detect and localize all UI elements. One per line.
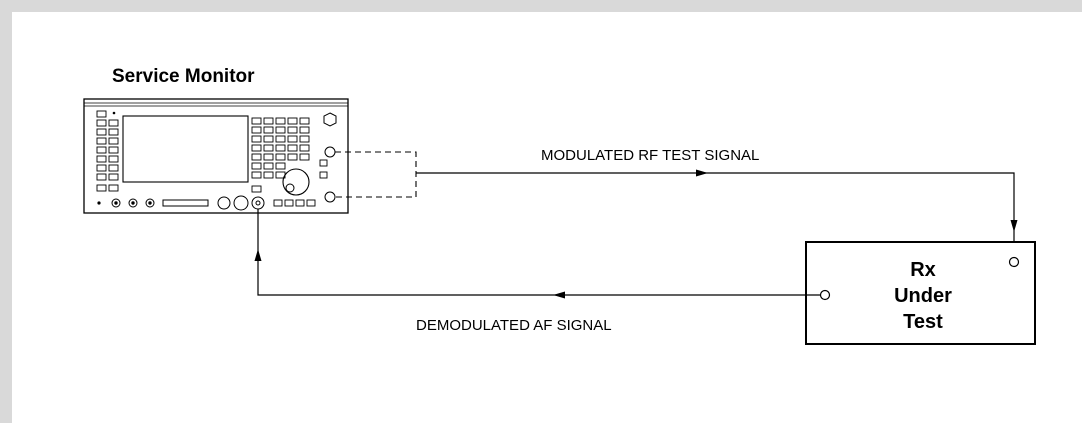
af-arrow [553, 291, 565, 299]
tuning-knob [282, 168, 310, 196]
rx-af-output-connector [819, 289, 831, 301]
right-keypad [251, 117, 328, 193]
diagram-frame [12, 12, 1082, 423]
service-monitor [83, 98, 349, 214]
rf-in-connector [324, 191, 336, 203]
rx-rf-input-connector [1008, 256, 1020, 268]
rf-down-arrow [1010, 220, 1018, 232]
left-keypad [96, 110, 119, 192]
rf-signal-label: MODULATED RF TEST SIGNAL [541, 147, 759, 164]
rf-arrow [696, 169, 708, 177]
rx-label-line1: Rx [910, 259, 936, 281]
af-signal-label: DEMODULATED AF SIGNAL [416, 317, 612, 334]
receiver-box [805, 241, 1036, 345]
rx-label-line2: Under [894, 285, 952, 307]
af-up-arrow [254, 249, 262, 261]
af-signal-line [257, 209, 820, 296]
hex-knob [323, 112, 337, 127]
rf-port-link [335, 151, 417, 198]
service-monitor-title: Service Monitor [112, 66, 255, 87]
rx-label-line3: Test [903, 311, 943, 333]
display-screen [122, 115, 249, 183]
